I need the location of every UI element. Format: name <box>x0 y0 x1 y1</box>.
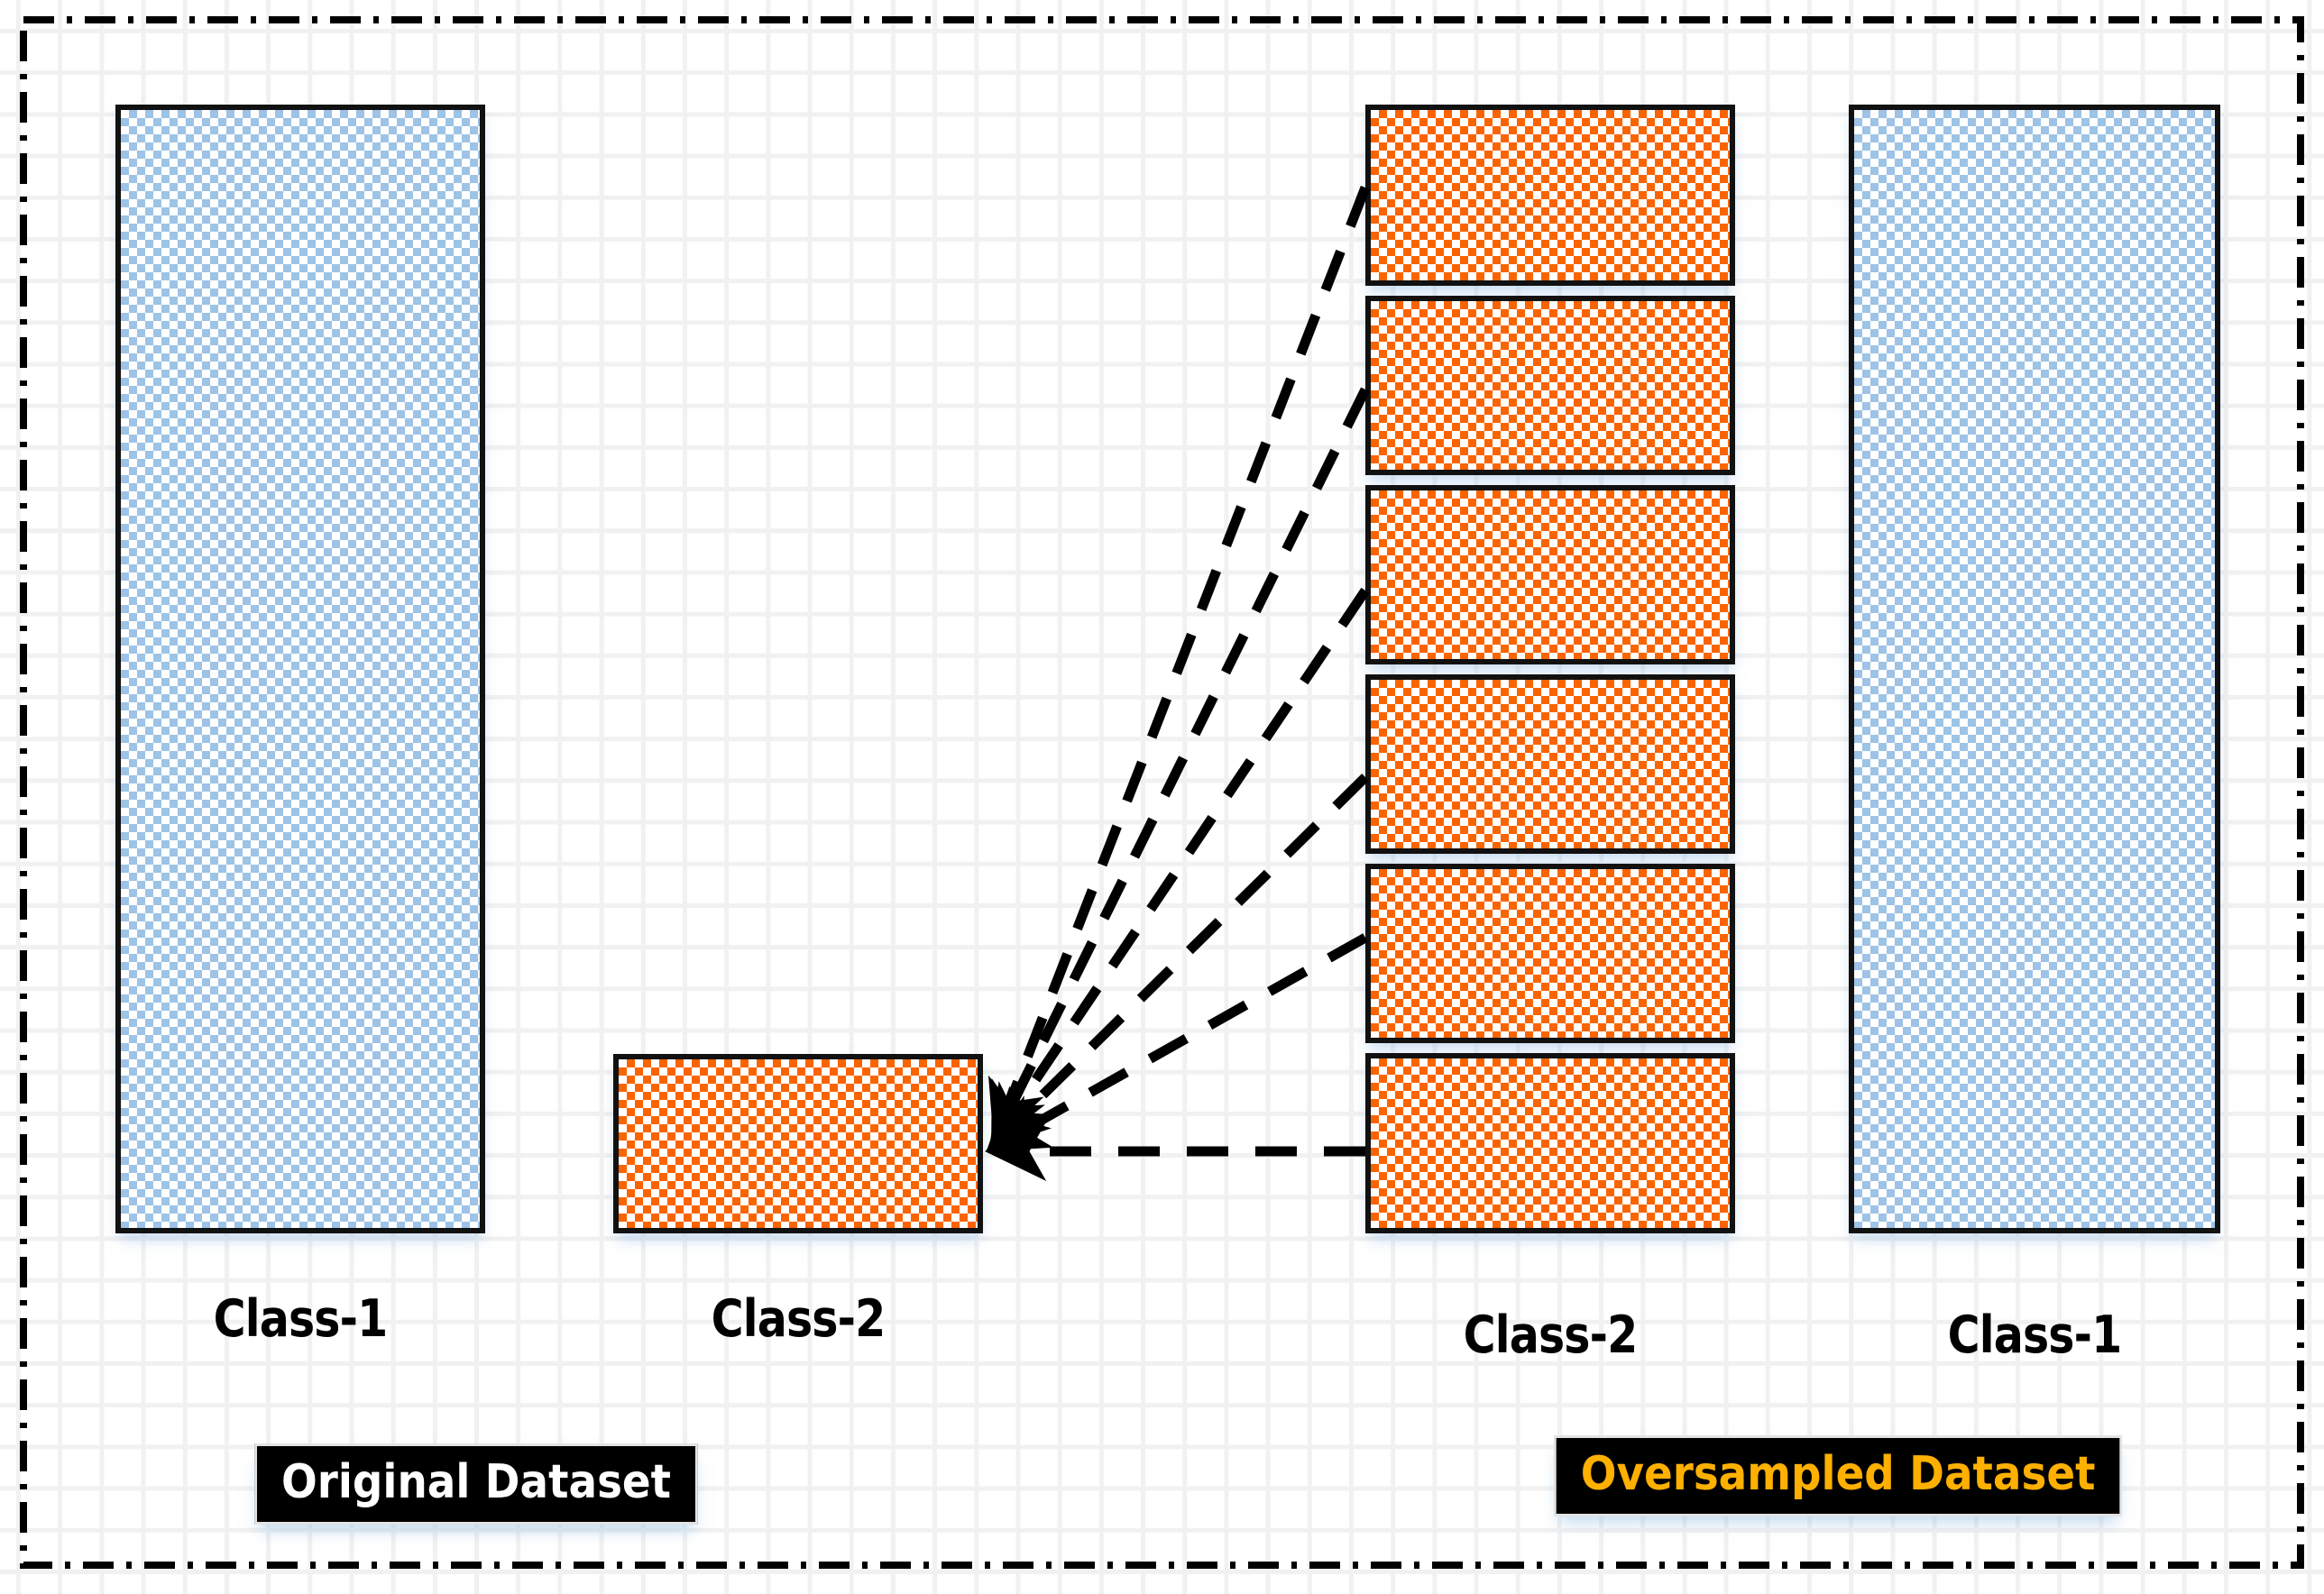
bar-class-2-oversampled-segment-5 <box>1365 864 1735 1043</box>
legend-oversampled-dataset: Oversampled Dataset <box>1554 1435 2123 1516</box>
bar-class-2-original <box>613 1054 983 1233</box>
legend-original-dataset: Original Dataset <box>254 1443 698 1525</box>
bar-class-2-oversampled-segment-3 <box>1365 485 1735 664</box>
bar-class-2-oversampled-segment-2 <box>1365 296 1735 475</box>
label-class-1-oversampled: Class-1 <box>1947 1305 2123 1365</box>
bar-class-2-oversampled-segment-6 <box>1365 1053 1735 1233</box>
bar-class-1-original <box>115 105 485 1233</box>
bar-class-1-oversampled <box>1849 105 2220 1233</box>
label-class-2-oversampled: Class-2 <box>1463 1305 1639 1365</box>
label-class-1-original: Class-1 <box>213 1289 389 1349</box>
bar-class-2-oversampled-segment-4 <box>1365 674 1735 854</box>
bar-class-2-oversampled-segment-1 <box>1365 105 1735 286</box>
label-class-2-original: Class-2 <box>711 1289 886 1349</box>
